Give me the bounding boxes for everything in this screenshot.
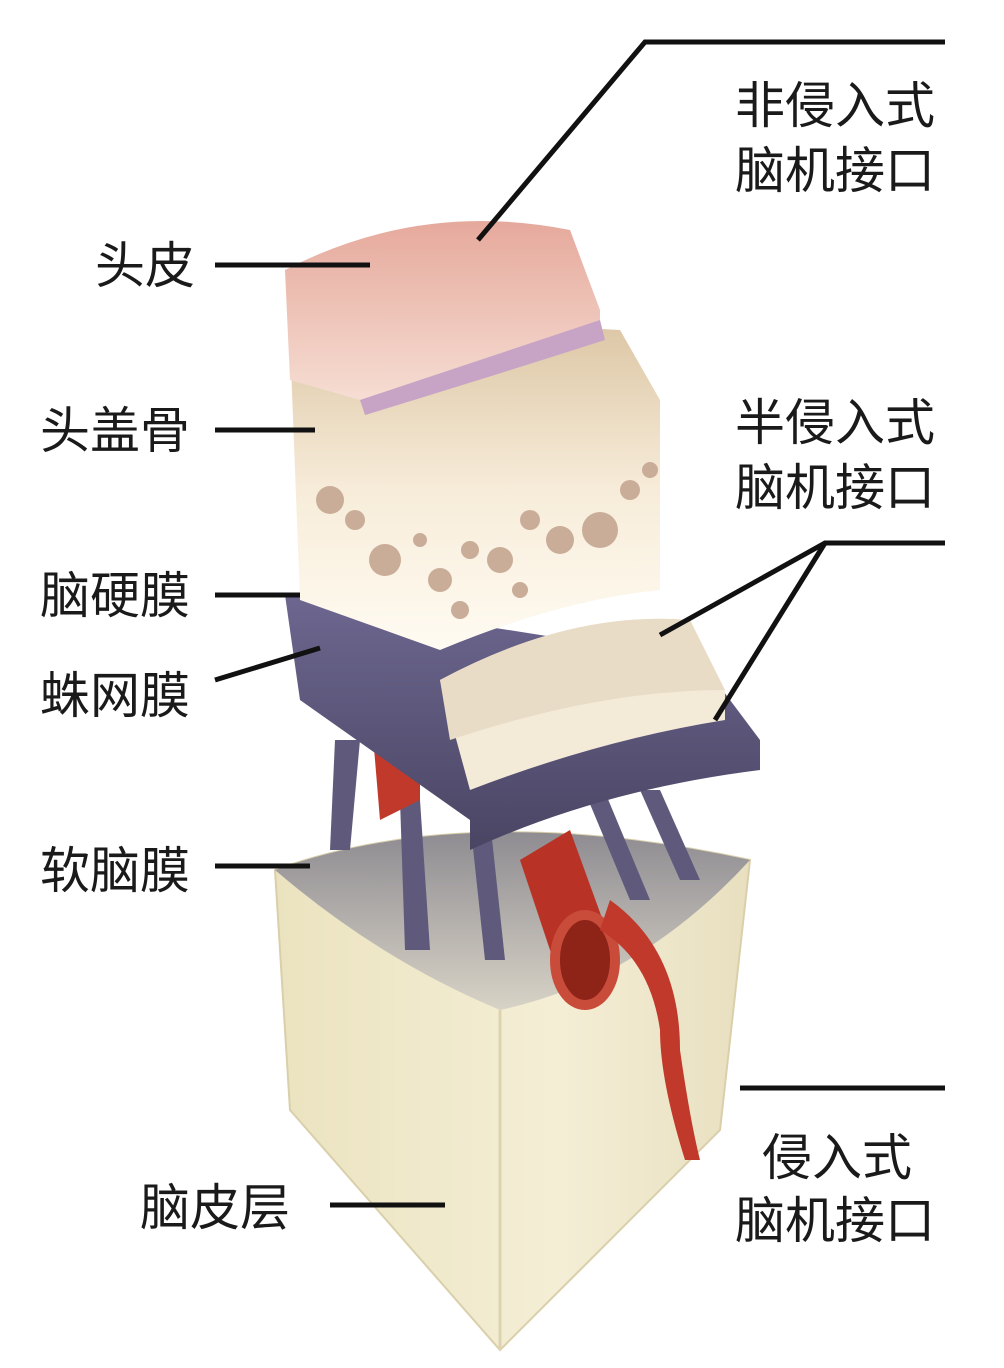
- arachnoid-leader: [214, 645, 321, 683]
- label-pia: 软脑膜: [40, 842, 190, 900]
- label-dura: 脑硬膜: [40, 567, 190, 625]
- label-semi-invasive-2: 脑机接口: [735, 459, 935, 517]
- label-non-invasive-1: 非侵入式: [735, 77, 935, 135]
- dura-layer: [440, 618, 725, 790]
- leader-lines: [214, 39, 945, 1208]
- label-invasive-1: 侵入式: [762, 1129, 912, 1187]
- label-skull: 头盖骨: [40, 402, 190, 460]
- label-non-invasive-2: 脑机接口: [735, 142, 935, 200]
- label-invasive-2: 脑机接口: [735, 1192, 935, 1250]
- semi-invasive-leader-1: [658, 540, 945, 638]
- label-cortex: 脑皮层: [140, 1179, 290, 1237]
- label-arachnoid: 蛛网膜: [40, 667, 190, 725]
- label-semi-invasive-1: 半侵入式: [735, 394, 935, 452]
- semi-invasive-leader-2: [712, 541, 828, 722]
- non-invasive-leader: [476, 39, 945, 242]
- label-scalp: 头皮: [95, 237, 195, 295]
- arachnoid-trabeculae: [330, 740, 700, 960]
